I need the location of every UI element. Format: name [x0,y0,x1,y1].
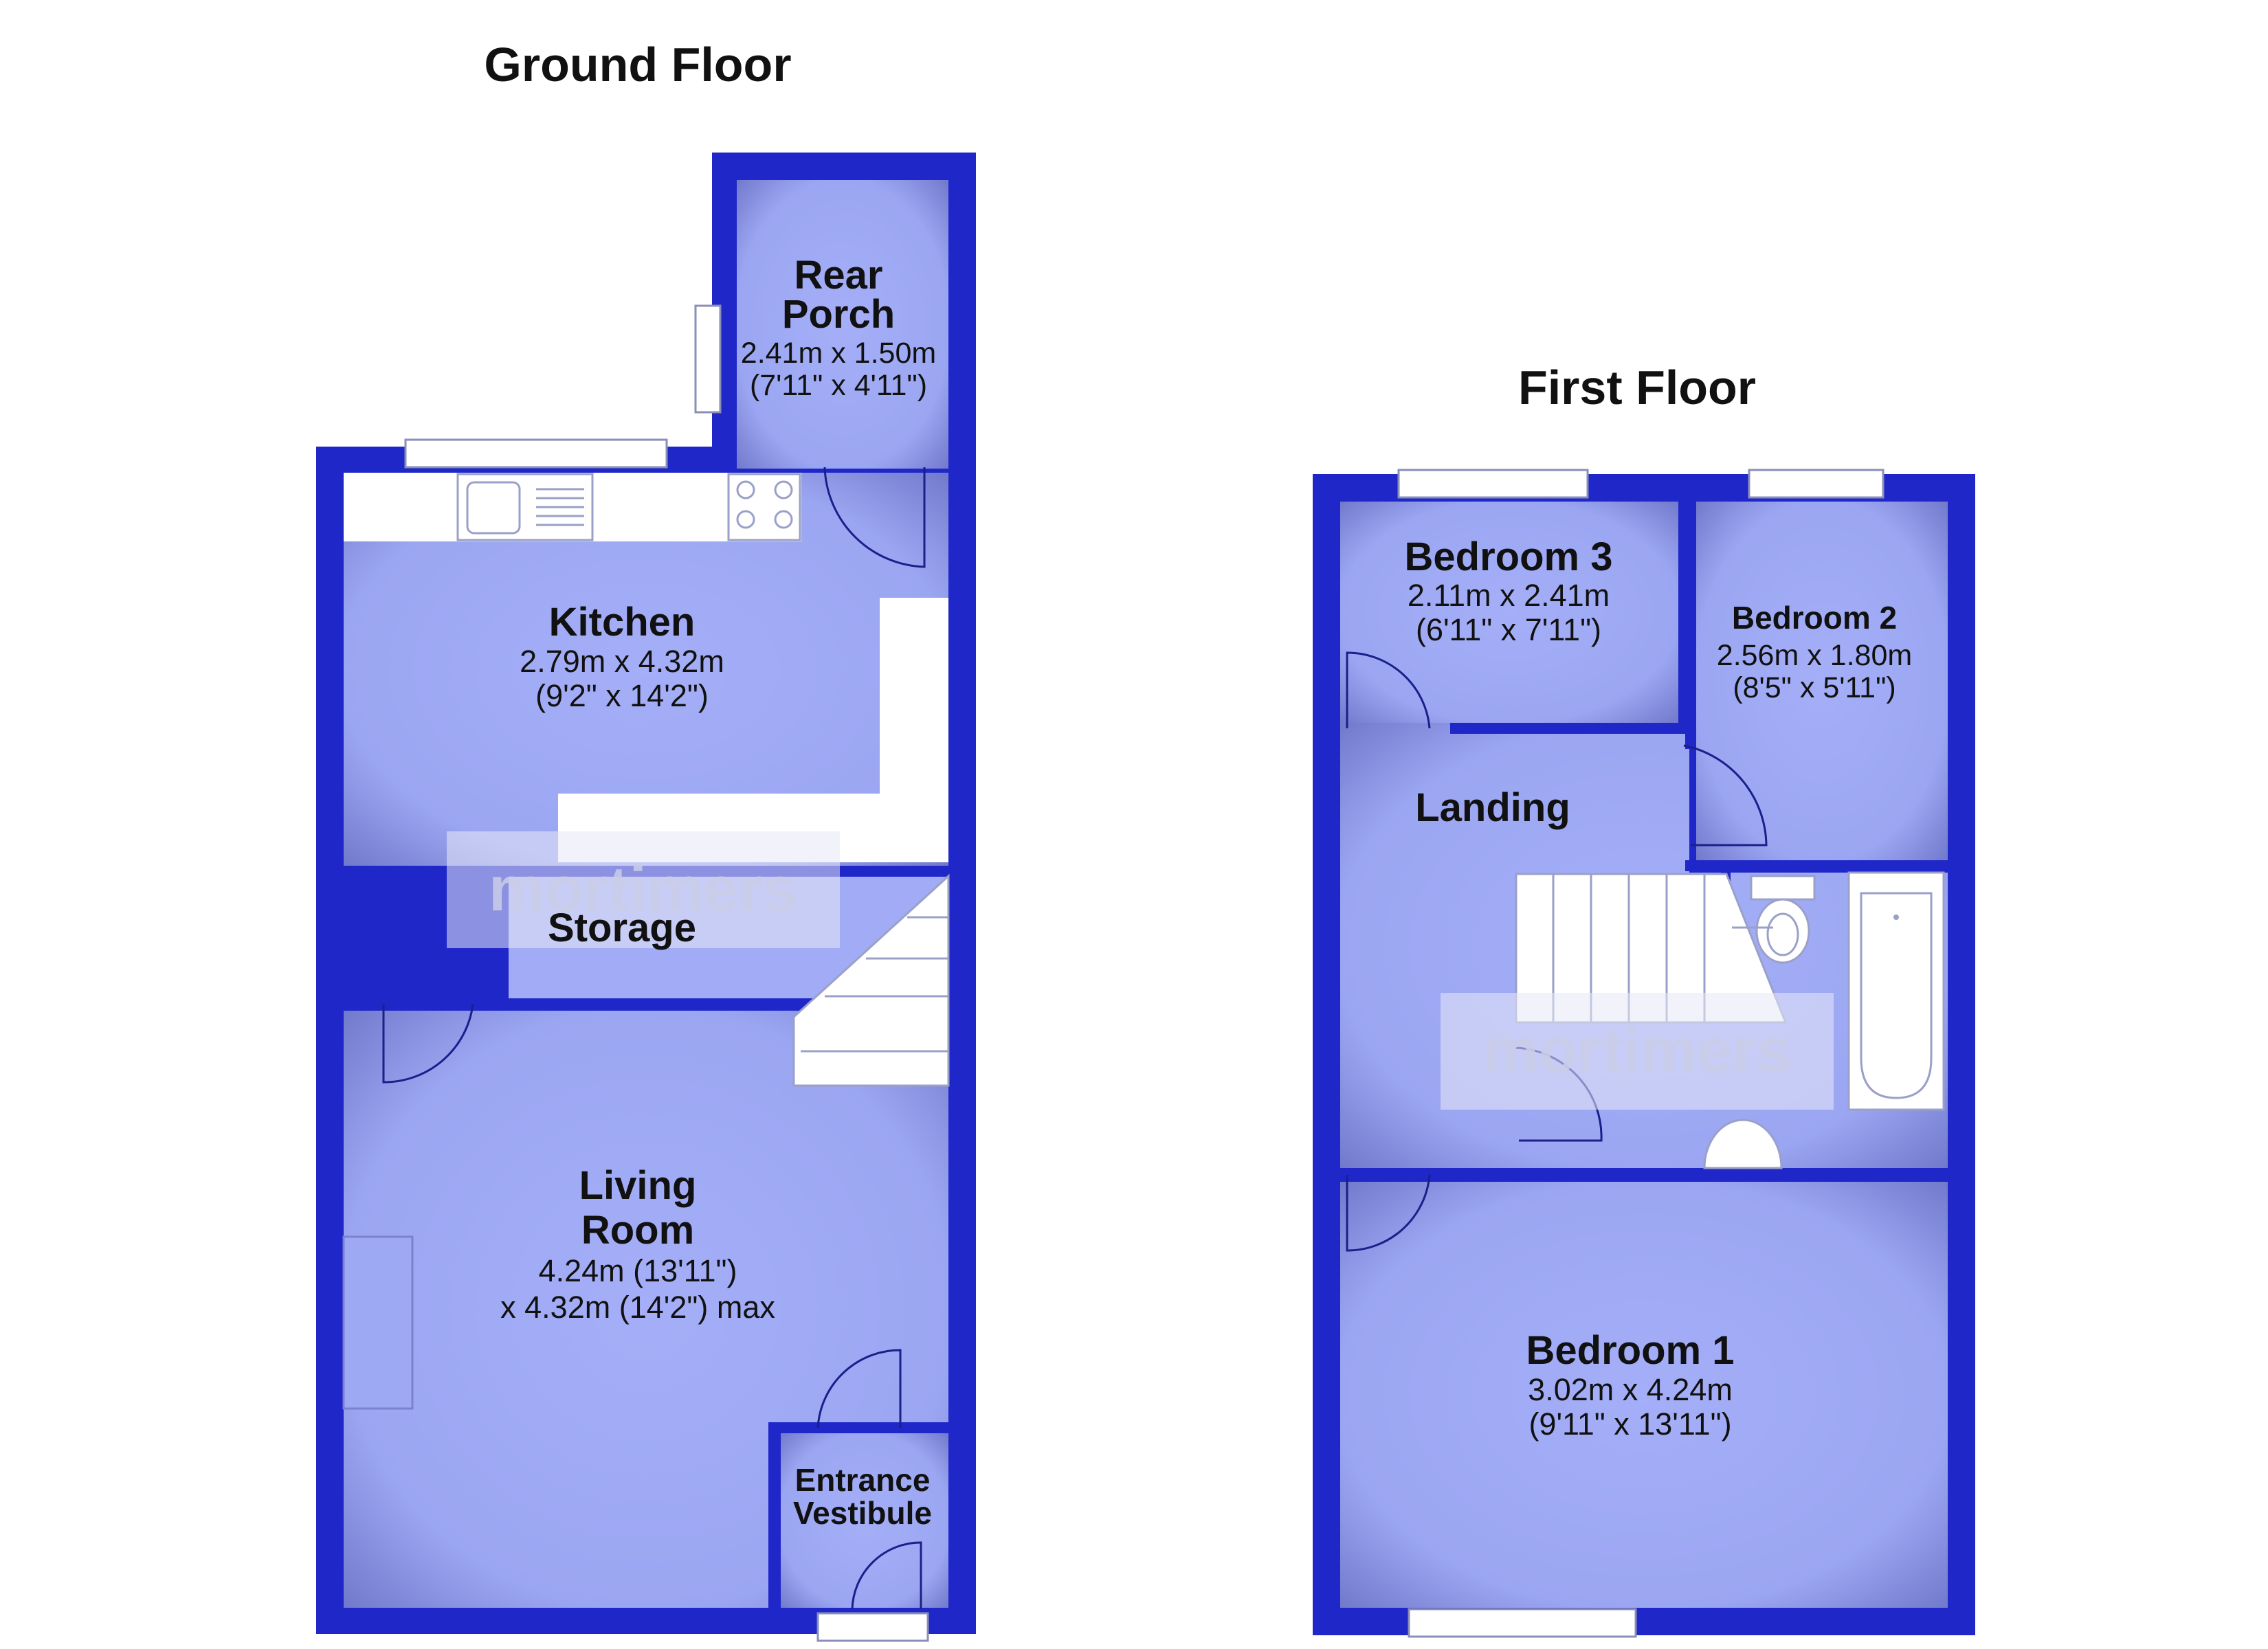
bath-icon [1847,871,1945,1111]
bedroom-2-door-swing [1683,744,1768,846]
rear-porch-dim-metric: 2.41m x 1.50m [741,337,936,370]
bedroom-2-bottom-wall [1685,860,1948,871]
bedroom-2-floor [1696,502,1948,860]
bedroom-3-bottom-wall [1450,723,1689,734]
storage-name: Storage [548,906,696,950]
bedroom-3-dim-imperial: (6'11" x 7'11") [1416,612,1601,647]
bedroom-1-top-wall [1464,1169,1948,1182]
first-floor-plan: mortimers First Floor Bedroom 3 2.11m x … [1313,361,1975,1638]
bedroom-2-dim-imperial: (8'5" x 5'11") [1733,671,1895,704]
bedroom-1-dim-imperial: (9'11" x 13'11") [1528,1406,1731,1442]
vestibule-top-wall [768,1422,948,1433]
watermark-box-first [1441,993,1834,1110]
rear-porch-name-2: Porch [782,292,895,337]
rear-porch-dim-imperial: (7'11" x 4'11") [750,369,927,402]
chimney-breast [342,1235,414,1410]
ground-floor-plan: mortimers Ground Floor Rear Porch 2.41m … [316,38,976,1642]
sink-icon [456,473,594,541]
kitchen-living-door-swing [382,1004,474,1084]
living-room-name-2: Room [581,1208,694,1253]
ground-staircase [792,873,950,1087]
basin-icon [1703,1119,1783,1169]
bedroom-3-name: Bedroom 3 [1405,535,1613,579]
bedroom-2-window [1748,469,1885,499]
entrance-vestibule-name-2: Vestibule [793,1495,932,1531]
bedroom-1-door-swing [1346,1174,1431,1252]
rear-porch-name-1: Rear [794,253,883,298]
living-room-dim-1: 4.24m (13'11") [539,1253,737,1288]
watermark-box-ground [447,831,840,948]
hob-icon [727,473,801,541]
kitchen-living-wall [344,1000,948,1011]
living-room-name-1: Living [579,1163,697,1208]
toilet-icon [1750,875,1816,964]
front-door-swing [851,1541,922,1610]
rear-porch-door-swing [823,467,926,568]
bedroom-3-floor [1340,502,1678,723]
entrance-vestibule-name-1: Entrance [795,1462,931,1498]
kitchen-dim-metric: 2.79m x 4.32m [520,644,724,679]
bedroom-3-dim-metric: 2.11m x 2.41m [1408,578,1610,613]
kitchen-dim-imperial: (9'2" x 14'2") [535,678,709,713]
rear-porch-floor [737,180,948,469]
front-door-frame [816,1612,929,1642]
rear-porch-window [694,304,722,414]
kitchen-window [404,438,668,469]
landing-name: Landing [1415,785,1570,830]
bedroom-1-window [1408,1608,1637,1638]
bedroom-3-door-swing [1346,651,1431,729]
bedroom-2-name: Bedroom 2 [1732,600,1897,636]
bedroom-3-window [1397,469,1589,499]
bedroom-1-name: Bedroom 1 [1526,1328,1735,1373]
vestibule-door-swing [816,1349,902,1428]
living-room-dim-2: x 4.32m (14'2") max [500,1290,775,1325]
first-floor-title: First Floor [1518,361,1756,414]
kitchen-name: Kitchen [549,600,696,644]
vestibule-left-wall [768,1422,781,1615]
kitchen-worktop-l-shape [558,598,948,862]
bedroom-2-left-wall [1685,495,1696,749]
watermark-ground: mortimers [489,854,798,924]
watermark-first: mortimers [1482,1016,1792,1086]
bedroom-1-dim-metric: 3.02m x 4.24m [1528,1372,1733,1407]
ground-floor-title: Ground Floor [484,38,791,91]
bedroom-1-floor [1340,1182,1948,1608]
bedroom-2-dim-metric: 2.56m x 1.80m [1717,639,1912,672]
